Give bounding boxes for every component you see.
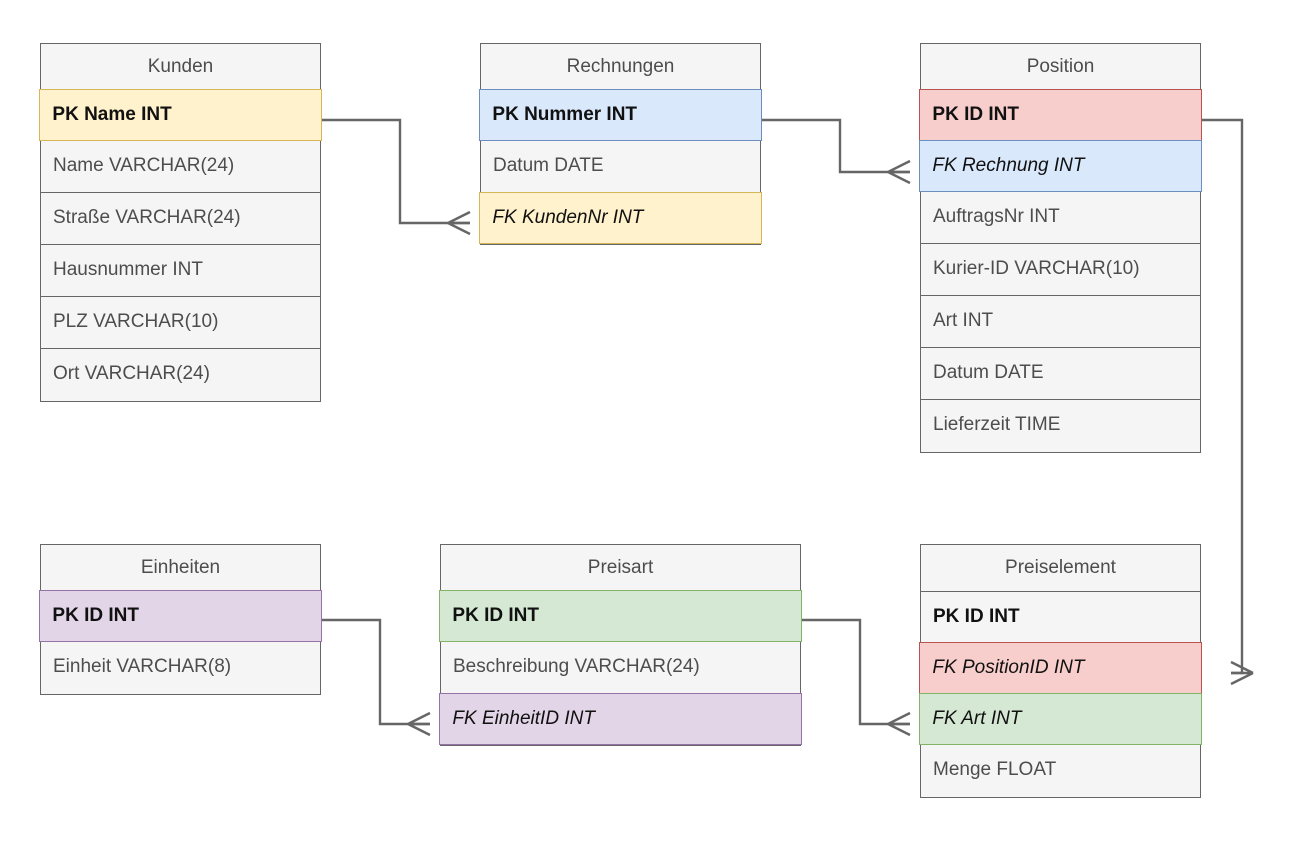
attribute-field-position-3[interactable]: Kurier-ID VARCHAR(10) <box>921 243 1200 296</box>
attribute-primary-key-position-0[interactable]: PK ID INT <box>919 89 1202 142</box>
attribute-field-kunden-4[interactable]: PLZ VARCHAR(10) <box>41 297 320 350</box>
attribute-field-position-2[interactable]: AuftragsNr INT <box>921 191 1200 244</box>
entity-title-preisart: Preisart <box>441 545 800 592</box>
attribute-foreign-key-rechnungen-2[interactable]: FK KundenNr INT <box>479 191 762 244</box>
crows-foot-marker-einheiten-preisart <box>407 711 431 737</box>
attribute-field-preisart-1[interactable]: Beschreibung VARCHAR(24) <box>441 642 800 695</box>
attribute-field-position-4[interactable]: Art INT <box>921 295 1200 348</box>
attribute-field-kunden-5[interactable]: Ort VARCHAR(24) <box>41 349 320 402</box>
attribute-foreign-key-preiselement-2[interactable]: FK Art INT <box>919 692 1202 745</box>
attribute-primary-key-preisart-0[interactable]: PK ID INT <box>439 590 802 643</box>
relationship-line-einheiten-preisart[interactable] <box>321 618 430 726</box>
relationship-line-preisart-preiselement[interactable] <box>801 618 910 726</box>
crows-foot-marker-preisart-preiselement <box>887 711 911 737</box>
attribute-field-kunden-1[interactable]: Name VARCHAR(24) <box>41 141 320 194</box>
crows-foot-marker-position-preiselement <box>1230 660 1254 686</box>
attribute-field-rechnungen-1[interactable]: Datum DATE <box>481 141 760 194</box>
attribute-foreign-key-preisart-2[interactable]: FK EinheitID INT <box>439 692 802 745</box>
entity-title-preiselement: Preiselement <box>921 545 1200 592</box>
crows-foot-marker-rechnungen-position <box>887 159 911 185</box>
attribute-field-position-5[interactable]: Datum DATE <box>921 347 1200 400</box>
relationship-line-kunden-rechnungen[interactable] <box>321 118 470 225</box>
entity-title-position: Position <box>921 44 1200 91</box>
attribute-primary-key-einheiten-0[interactable]: PK ID INT <box>39 590 322 643</box>
attribute-field-kunden-2[interactable]: Straße VARCHAR(24) <box>41 193 320 246</box>
attribute-field-kunden-3[interactable]: Hausnummer INT <box>41 245 320 298</box>
attribute-field-preiselement-3[interactable]: Menge FLOAT <box>921 744 1200 797</box>
crows-foot-marker-kunden-rechnungen <box>447 210 471 236</box>
attribute-primary-key-preiselement-0[interactable]: PK ID INT <box>921 592 1200 644</box>
attribute-primary-key-rechnungen-0[interactable]: PK Nummer INT <box>479 89 762 142</box>
attribute-field-einheiten-1[interactable]: Einheit VARCHAR(8) <box>41 642 320 695</box>
attribute-foreign-key-preiselement-1[interactable]: FK PositionID INT <box>919 642 1202 695</box>
entity-title-kunden: Kunden <box>41 44 320 91</box>
relationship-line-position-preiselement[interactable] <box>1201 118 1244 675</box>
attribute-primary-key-kunden-0[interactable]: PK Name INT <box>39 89 322 142</box>
entity-title-einheiten: Einheiten <box>41 545 320 592</box>
entity-title-rechnungen: Rechnungen <box>481 44 760 91</box>
attribute-field-position-6[interactable]: Lieferzeit TIME <box>921 399 1200 452</box>
attribute-foreign-key-position-1[interactable]: FK Rechnung INT <box>919 139 1202 192</box>
relationship-line-rechnungen-position[interactable] <box>761 118 910 174</box>
